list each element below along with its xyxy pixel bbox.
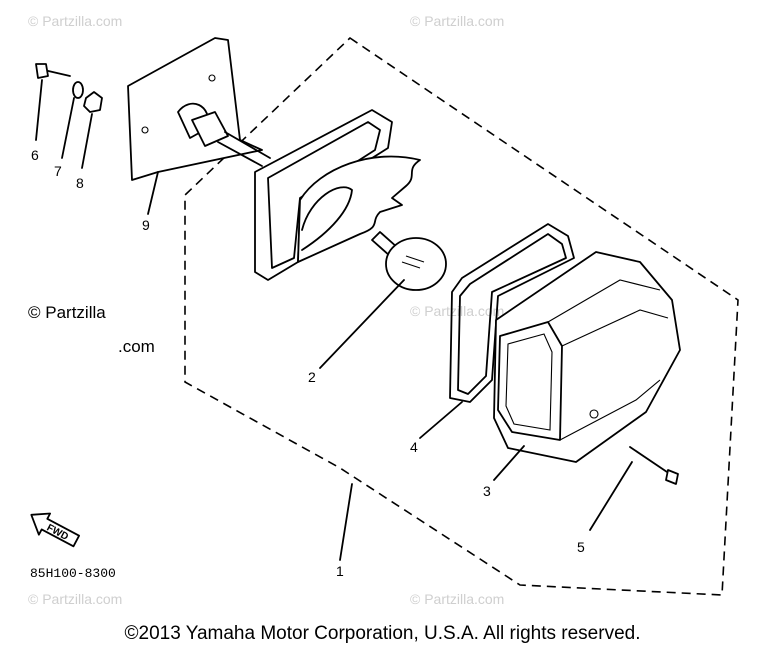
bolt-6 [43, 69, 71, 77]
callout-8: 8 [76, 175, 84, 191]
watermark-mid: © Partzilla.com [410, 303, 504, 319]
callout-2: 2 [308, 369, 316, 385]
plate-hole-left [141, 126, 149, 134]
nut-8 [83, 91, 103, 113]
reflector-shield [297, 155, 421, 263]
watermark-bottom-mid: © Partzilla.com [410, 591, 504, 607]
bulb [371, 231, 447, 291]
lens-screw [629, 446, 671, 475]
watermark-top-left: © Partzilla.com [28, 13, 122, 29]
callout-7: 7 [54, 163, 62, 179]
washer-7 [72, 81, 84, 99]
lens-gasket-inner [457, 233, 567, 395]
watermark-top-mid: © Partzilla.com [410, 13, 504, 29]
callout-5: 5 [577, 539, 585, 555]
leader-5 [589, 461, 633, 531]
callout-3: 3 [483, 483, 491, 499]
reflector-curve [301, 186, 353, 251]
watermark-bottom-left: © Partzilla.com [28, 591, 122, 607]
lens-screw-hole [589, 409, 599, 419]
wire-connector [191, 111, 229, 147]
callout-1: 1 [336, 563, 344, 579]
forward-arrow-icon: FWD [30, 512, 80, 548]
assembly-outline [184, 36, 739, 596]
leader-4 [419, 401, 463, 439]
mounting-plate [127, 37, 263, 181]
leader-8 [81, 113, 93, 169]
leader-7 [61, 97, 75, 159]
plate-hole-top [208, 74, 216, 82]
drawing-code: 85H100-8300 [30, 566, 116, 581]
callout-6: 6 [31, 147, 39, 163]
bolt-6-head [35, 63, 49, 79]
leader-9 [147, 171, 159, 215]
watermark-main-line1: © Partzilla [28, 303, 106, 322]
copyright-notice: ©2013 Yamaha Motor Corporation, U.S.A. A… [124, 623, 641, 644]
wire-lead-2 [217, 141, 263, 167]
leader-2 [319, 279, 405, 369]
callout-4: 4 [410, 439, 418, 455]
lens-ridge [547, 279, 669, 441]
lens-front-inner [505, 333, 553, 431]
forward-arrow-label: FWD [45, 522, 70, 542]
leader-3 [493, 445, 525, 481]
leader-1 [339, 483, 353, 561]
wire-lead-1 [224, 131, 271, 159]
leader-6 [35, 79, 43, 141]
watermark-main-line2: .com [118, 337, 155, 356]
lens-screw-head [665, 469, 679, 485]
lens-cover [493, 251, 681, 463]
callout-9: 9 [142, 217, 150, 233]
